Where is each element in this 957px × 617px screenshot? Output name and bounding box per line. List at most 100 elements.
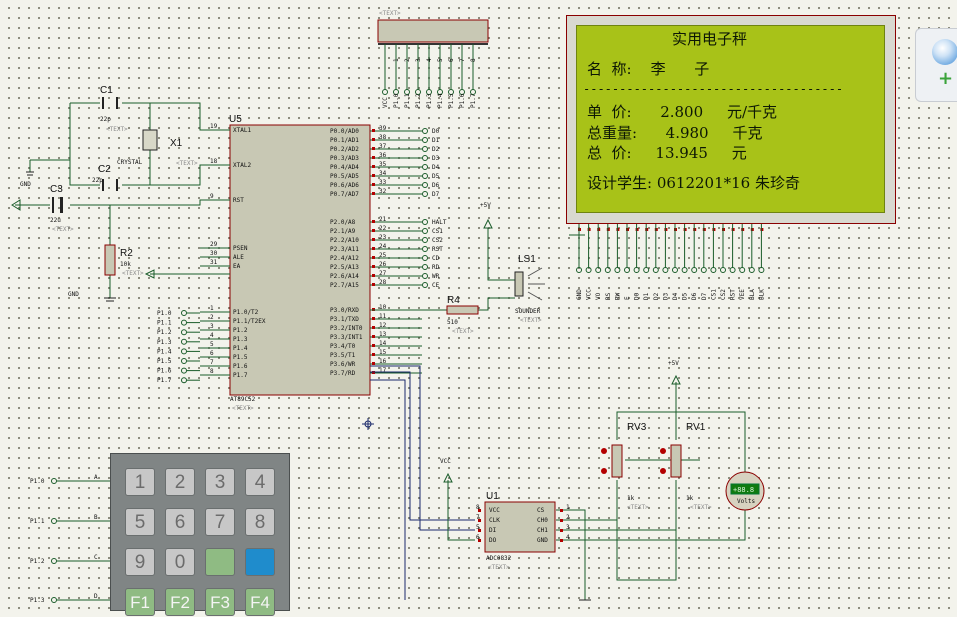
mcu-right-pin-num: 24 (379, 243, 387, 250)
lcd-pin-terminal[interactable] (748, 267, 755, 273)
mcu-net-terminal[interactable] (422, 246, 428, 252)
keypad-key[interactable]: 3 (205, 468, 235, 496)
mcu-net-terminal[interactable] (422, 237, 428, 243)
lcd-pin-terminal[interactable] (633, 267, 640, 273)
lcd-pin-terminal[interactable] (662, 267, 669, 273)
keypad-row-terminal[interactable] (51, 518, 57, 524)
keypad-row-terminal[interactable] (51, 478, 57, 484)
mcu-net-terminal[interactable] (422, 282, 428, 288)
lcd-pin-terminal[interactable] (576, 267, 582, 273)
keypad-key[interactable]: 0 (165, 548, 195, 576)
header-pin-terminal[interactable] (470, 89, 476, 95)
keypad-row-terminal[interactable] (51, 597, 57, 603)
lcd-pin-terminal[interactable] (624, 267, 630, 273)
crystal-circuit[interactable]: C1 22p <TEXT> C2 22p X1 CRYSTAL <TEXT> G… (20, 85, 230, 191)
keypad-key[interactable]: 6 (165, 508, 195, 536)
voltmeter[interactable]: +88.8 Volts (725, 471, 765, 511)
keypad-key[interactable]: F2 (165, 588, 195, 616)
header-pin-terminal[interactable] (426, 89, 432, 95)
header-pin-terminal[interactable] (415, 89, 421, 95)
lcd-pin-terminal[interactable] (691, 267, 698, 273)
lcd-pin-terminal[interactable] (720, 267, 726, 273)
keypad-key[interactable]: 1 (125, 468, 155, 496)
rv3-pot[interactable]: RV3 1k <TEXT> (601, 422, 649, 511)
mcu-net-terminal[interactable] (422, 173, 428, 179)
mcu-net-terminal[interactable] (422, 219, 428, 225)
lcd-pin-terminal[interactable] (652, 267, 659, 273)
plus-icon[interactable]: + (938, 68, 954, 89)
mcu-right-pin-num: 11 (379, 313, 387, 320)
keypad-key[interactable]: 4 (245, 468, 275, 496)
mcu-right-pin-num: 12 (379, 322, 387, 329)
r2-tag: <TEXT> (122, 270, 144, 277)
p1-terminal[interactable] (181, 310, 187, 316)
mcu-net-terminal[interactable] (422, 128, 428, 134)
keypad-key[interactable]: F1 (125, 588, 155, 616)
reset-circuit[interactable]: C3 22u <TEXT> R2 10k <TEXT> GND (11, 184, 230, 302)
adc-pin-marker (478, 529, 481, 532)
adc-pin-marker (478, 539, 481, 542)
mcu-net-terminal[interactable] (422, 137, 428, 143)
mcu-net-terminal[interactable] (422, 228, 428, 234)
keypad-key[interactable]: 7 (205, 508, 235, 536)
orb-icon[interactable] (932, 39, 957, 65)
header-pin-number: 3 (415, 58, 422, 62)
mcu-net-terminal[interactable] (422, 155, 428, 161)
side-toolbar-widget[interactable]: + (915, 28, 957, 102)
p1-terminal[interactable] (181, 319, 187, 326)
p1-terminal[interactable] (181, 338, 187, 345)
keypad-key[interactable] (205, 548, 235, 576)
keypad-key[interactable]: 9 (125, 548, 155, 576)
keypad-key[interactable]: 8 (245, 508, 275, 536)
mcu-net-label: D3 (432, 155, 440, 162)
p1-terminal[interactable] (181, 348, 187, 355)
keypad-key[interactable]: F3 (205, 588, 235, 616)
lcd-pin-terminal[interactable] (595, 267, 602, 273)
keypad-key[interactable] (245, 548, 275, 576)
lcd-pin-terminal[interactable] (739, 267, 746, 273)
header-pin-terminal[interactable] (448, 89, 454, 95)
mcu-net-label: WR (432, 273, 440, 280)
header-pin-terminal[interactable] (393, 89, 399, 95)
p1-terminal[interactable] (181, 358, 187, 364)
lcd-pin-terminal[interactable] (758, 267, 765, 273)
mcu-net-terminal[interactable] (422, 191, 428, 197)
keypad-row-terminal[interactable] (51, 558, 57, 564)
p1-terminal[interactable] (181, 367, 187, 374)
header-pin-terminal[interactable] (459, 89, 465, 95)
mcu-net-terminal[interactable] (422, 273, 428, 279)
keypad-key[interactable]: F4 (245, 588, 275, 616)
lcd-pin-terminal[interactable] (604, 267, 611, 273)
buzzer-circuit[interactable]: +5V R4 510 <TEXT> LS1 SOUNDER <TEXT> (370, 202, 545, 335)
header-pin-terminal[interactable] (437, 89, 443, 95)
adc-tag: <TEXT> (488, 564, 510, 571)
lcd-pin-terminal[interactable] (643, 267, 650, 273)
keypad-key[interactable]: 5 (125, 508, 155, 536)
rv1-pot[interactable]: RV1 1k <TEXT> (660, 422, 712, 511)
p1-terminal[interactable] (181, 377, 187, 384)
lcd-pin-terminal[interactable] (710, 267, 717, 273)
lcd-pin-terminal[interactable] (672, 267, 678, 273)
mcu-net-terminal[interactable] (422, 264, 428, 270)
p1-terminal[interactable] (181, 329, 187, 336)
mcu-net-label: D1 (432, 137, 440, 144)
mcu-net-terminal[interactable] (422, 146, 428, 152)
mcu-net-terminal[interactable] (422, 164, 428, 170)
lcd-pin-terminal[interactable] (585, 267, 592, 273)
mcu-net-terminal[interactable] (422, 255, 428, 261)
lcd-pin-terminal[interactable] (700, 267, 707, 273)
header-pin-terminal[interactable] (382, 89, 388, 95)
header-pin-terminal[interactable] (404, 89, 410, 95)
lcd-pin-terminal[interactable] (681, 267, 688, 273)
mcu-right-pin-num: 23 (379, 234, 387, 241)
mcu-net-terminal[interactable] (422, 182, 428, 188)
lcd-pin-terminal[interactable] (729, 267, 736, 273)
mcu-u5[interactable]: U5 AT89C52 <TEXT> 19XTAL118XTAL29RST29PS… (157, 114, 447, 412)
lcd-pin-terminal[interactable] (614, 267, 621, 273)
lcd-module[interactable]: 实用电子秤 名 称: 李 子 -------------------------… (566, 15, 896, 224)
keypad-key[interactable]: 2 (165, 468, 195, 496)
